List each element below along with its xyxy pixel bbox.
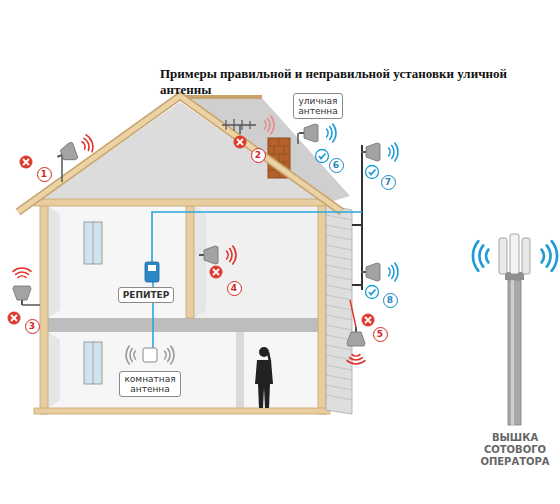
antenna-6 — [298, 124, 336, 163]
label-box: комнатная антенна — [119, 371, 180, 398]
antenna-3 — [8, 268, 41, 324]
callout-number-text: 7 — [385, 178, 391, 187]
callout-number: 5 — [373, 327, 388, 342]
label-box: РЕПИТЕР — [118, 287, 175, 303]
cable — [350, 300, 356, 327]
label-text: РЕПИТЕР — [123, 290, 170, 300]
callout-number-text: 4 — [231, 284, 237, 293]
cable — [152, 212, 362, 262]
siding — [326, 205, 352, 414]
antenna-4 — [199, 246, 236, 279]
callout-number: 7 — [381, 175, 396, 190]
windows — [84, 222, 102, 384]
attic-gable — [40, 102, 322, 200]
callout-number: 4 — [227, 281, 242, 296]
callout-number-text: 6 — [333, 161, 339, 170]
callout-number: 8 — [383, 293, 398, 308]
antenna-5 — [347, 314, 375, 364]
callout-number: 2 — [251, 148, 266, 163]
label-text: комнатная антенна — [124, 374, 175, 395]
title: Примеры правильной и неправильной устано… — [160, 66, 554, 97]
person — [255, 347, 273, 408]
antenna-1 — [20, 134, 96, 182]
callout-number-text: 1 — [41, 170, 47, 179]
callout-number-text: 8 — [387, 296, 393, 305]
callout-number-text: 5 — [377, 330, 383, 339]
antenna-2 — [222, 116, 274, 149]
callout-number: 6 — [329, 158, 344, 173]
callout-number: 1 — [37, 167, 52, 182]
label-text: уличная антенна — [298, 96, 337, 117]
callout-number-text: 3 — [29, 322, 35, 331]
antenna-7 — [361, 143, 398, 179]
indoor-antenna — [126, 346, 174, 364]
tower-label: ВЫШКА СОТОВОГО ОПЕРАТОРА — [480, 432, 549, 468]
callout-number-text: 2 — [255, 151, 261, 160]
cell-tower — [473, 234, 557, 425]
label-box: уличная антенна — [293, 93, 342, 120]
repeater-device — [145, 262, 159, 282]
house-walls — [34, 199, 330, 414]
mast — [352, 145, 362, 290]
callout-number: 3 — [25, 319, 40, 334]
